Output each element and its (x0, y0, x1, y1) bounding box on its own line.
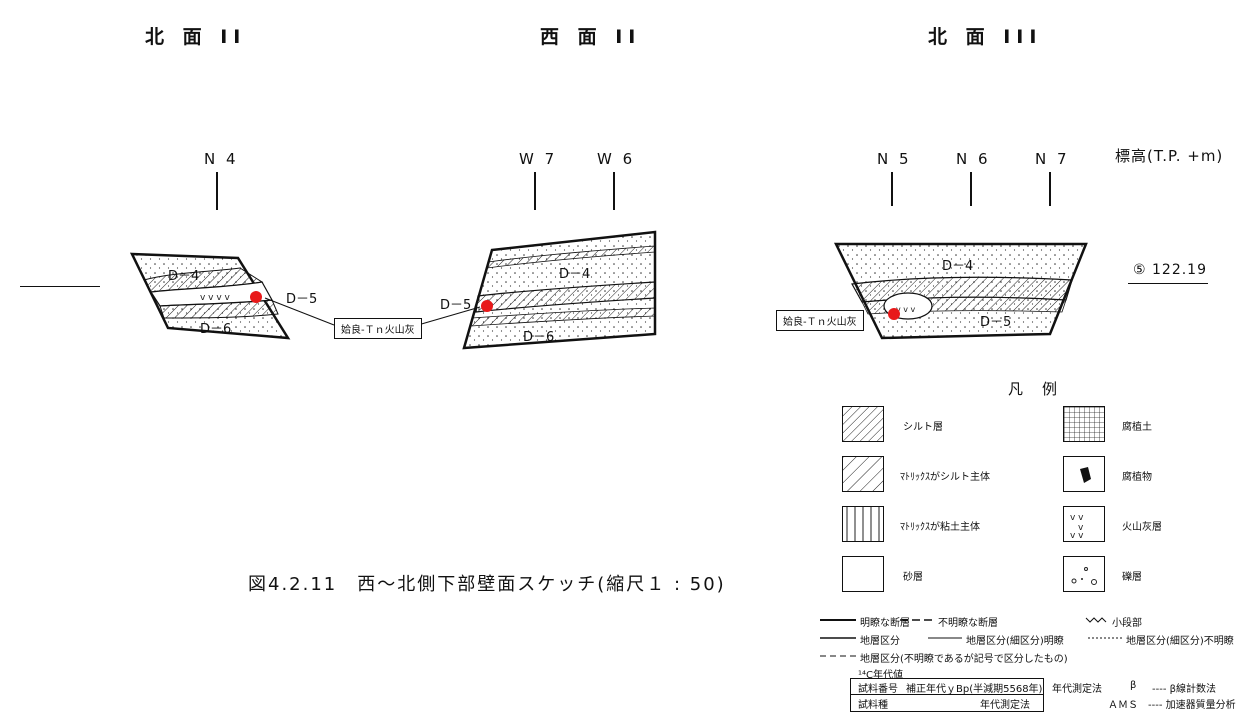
legend-swatch-gravel (1063, 556, 1105, 592)
legend-label-clay-matrix: ﾏﾄﾘｯｸｽが粘土主体 (900, 522, 980, 533)
line-label-clear-fault: 明瞭な断層 (860, 618, 910, 629)
line-label-sub-clear: 地層区分(細区分)明瞭 (966, 636, 1064, 647)
legend-label-gravel: 礫層 (1122, 572, 1142, 583)
tephra-label-center: 姶良-Ｔｎ火山灰 (334, 318, 422, 339)
sketch-west-2 (462, 230, 657, 350)
station-tick-n6 (970, 172, 972, 206)
elevation-line (1128, 283, 1208, 284)
line-label-unclear-symbol: 地層区分(不明瞭であるが記号で区分したもの) (860, 654, 1068, 665)
station-n4: N 4 (204, 150, 239, 168)
sketch-north-3: v v v (833, 242, 1088, 340)
station-tick-n4 (216, 172, 218, 210)
title-north-3: 北 面 III (928, 26, 1043, 48)
dating-beta-desc: ---- β線計数法 (1152, 684, 1216, 695)
line-label-small-step: 小段部 (1112, 618, 1142, 629)
reference-line (20, 286, 100, 287)
legend-swatch-humus-material (1063, 456, 1105, 492)
station-tick-n5 (891, 172, 893, 206)
dating-sample-no: 試料番号 (858, 684, 898, 695)
leader-line-right (417, 306, 481, 326)
legend-swatch-humus (1063, 406, 1105, 442)
legend-title: 凡 例 (1008, 380, 1060, 398)
svg-text:v v: v v (1070, 531, 1084, 541)
dating-corrected-age: 補正年代ｙBp(半減期5568年) (906, 684, 1043, 695)
layer-label-d6-north2: D－6 (200, 322, 232, 337)
station-n7: N 7 (1035, 150, 1070, 168)
station-tick-n7 (1049, 172, 1051, 206)
legend-label-ash: 火山灰層 (1122, 522, 1162, 533)
c14-title: ¹⁴C年代値 (858, 670, 903, 681)
legend-label-sand: 砂層 (903, 572, 923, 583)
dating-method-row: 年代測定法 (980, 700, 1030, 711)
legend-lines (820, 617, 1122, 657)
line-label-sub-unclear: 地層区分(細区分)不明瞭 (1126, 636, 1234, 647)
title-north-2: 北 面 II (145, 26, 247, 48)
svg-text:v v: v v (1070, 513, 1084, 523)
legend-swatch-silt (842, 406, 884, 442)
station-n5: N 5 (877, 150, 912, 168)
line-label-boundary: 地層区分 (860, 636, 900, 647)
sketch-north-2: v v v v (129, 252, 291, 340)
station-tick-w7 (534, 172, 536, 210)
layer-label-d5-north3: D－5 (980, 315, 1012, 330)
legend-label-silt-matrix: ﾏﾄﾘｯｸｽがシルト主体 (900, 472, 990, 483)
svg-text:v v v v: v v v v (200, 293, 231, 303)
dating-method-label: 年代測定法 (1052, 684, 1102, 695)
dating-ams-desc: ---- 加速器質量分析 (1148, 700, 1236, 711)
svg-text:v: v (1078, 523, 1084, 533)
station-n6: N 6 (956, 150, 991, 168)
layer-label-d5-west2: D－5 (440, 298, 472, 313)
station-w6: W 6 (597, 150, 636, 168)
leader-line-left (264, 297, 335, 326)
svg-text:v v v: v v v (896, 305, 916, 314)
title-west-2: 西 面 II (540, 26, 642, 48)
station-tick-w6 (613, 172, 615, 210)
legend-label-humus-material: 腐植物 (1122, 472, 1152, 483)
figure-caption: 図4.2.11 西～北側下部壁面スケッチ(縮尺１ : 50) (248, 574, 726, 595)
dating-table (850, 678, 1044, 712)
dating-sample-type: 試料種 (858, 700, 888, 711)
legend-swatch-clay-matrix (842, 506, 884, 542)
dating-ams-symbol: ＡＭＳ (1108, 700, 1138, 711)
legend-label-silt: シルト層 (903, 422, 943, 433)
layer-label-d4-west2: D－4 (559, 267, 591, 282)
dating-beta-symbol: β (1130, 680, 1137, 691)
legend-swatch-sand (842, 556, 884, 592)
layer-label-d4-north3: D－4 (942, 259, 974, 274)
elevation-header: 標高(T.P. +m) (1115, 147, 1224, 165)
tephra-label-north3: 姶良-Ｔｎ火山灰 (776, 310, 864, 331)
legend-label-humus: 腐植土 (1122, 422, 1152, 433)
dating-table-divider (851, 694, 1043, 695)
layer-label-d6-west2: D－6 (523, 330, 555, 345)
station-w7: W 7 (519, 150, 558, 168)
layer-label-d5-north2: D－5 (286, 292, 318, 307)
elevation-value: ⑤ 122.19 (1133, 262, 1207, 278)
legend-swatch-silt-matrix (842, 456, 884, 492)
line-label-unclear-fault: 不明瞭な断層 (938, 618, 998, 629)
layer-label-d4-north2: D－4 (168, 269, 200, 284)
